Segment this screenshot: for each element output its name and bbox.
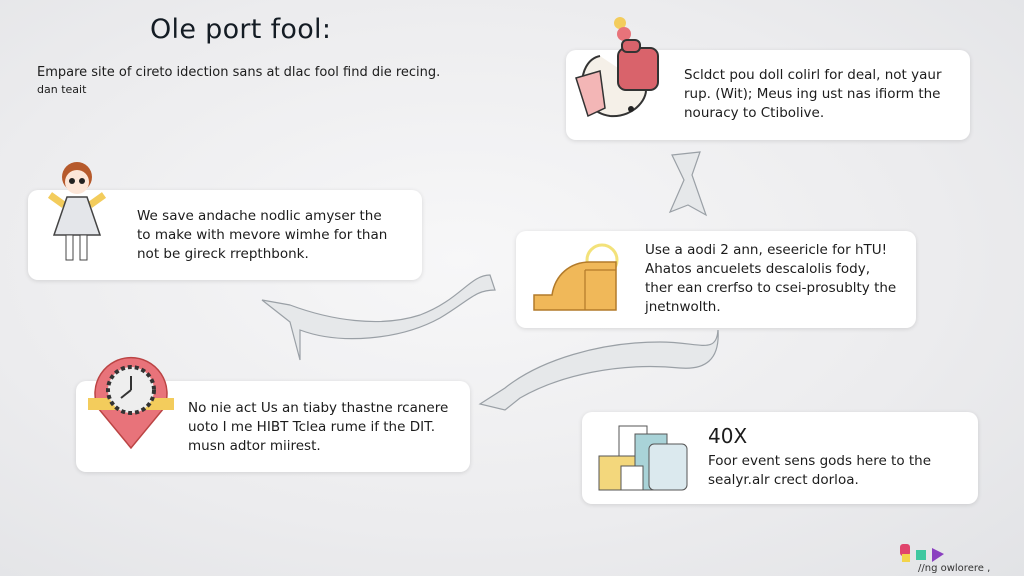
card-text: We save andache nodlic amyser the to mak… xyxy=(137,207,387,264)
arrow-left-icon xyxy=(261,274,496,361)
card-heading: 40X xyxy=(708,424,748,448)
card-line: rup. (Wit); Meus ing ust nas ifiorm the xyxy=(684,86,941,102)
card-text: Use a aodi 2 ann, eseericle for hTU! Aha… xyxy=(645,241,896,317)
brand-logo-icon xyxy=(900,544,944,562)
card-line: Use a aodi 2 ann, eseericle for hTU! xyxy=(645,242,888,258)
girl-character-icon xyxy=(47,162,107,261)
card-line: uoto I me HIBT Tclea rume if the DIT. xyxy=(188,419,436,435)
card-line: Foor event sens gods here to the xyxy=(708,453,932,469)
card-line: jnetnwolth. xyxy=(645,299,721,315)
card-line: We save andache nodlic amyser the xyxy=(137,208,382,224)
card-text: Foor event sens gods here to the sealyr.… xyxy=(708,452,931,490)
card-line: to make with mevore wimhe for than xyxy=(137,227,388,243)
subtitle-line: Empare site of cireto idection sans at d… xyxy=(37,65,441,80)
card-line: nouracy to Ctibolive. xyxy=(684,105,825,121)
card-text: No nie act Us an tiaby thastne rcanere u… xyxy=(188,399,448,456)
arrow-down-icon xyxy=(668,151,708,217)
card-line: Ahatos ancuelets descalolis fody, xyxy=(645,261,871,277)
card-line: musn adtor miirest. xyxy=(188,438,321,454)
card-line: ther ean crerfso to csei-prosublty the xyxy=(645,280,897,296)
card-text: Scldct pou doll colirl for deal, not yau… xyxy=(684,66,942,123)
page-title: Ole port fool: xyxy=(150,14,332,45)
brand-logo-text: //ng owlorere , xyxy=(918,563,991,574)
hand-cake-icon xyxy=(575,17,659,118)
subtitle-line: dan teait xyxy=(37,83,87,96)
card-line: not be gireck rrepthbonk. xyxy=(137,246,309,262)
clock-pin-icon xyxy=(88,356,174,450)
arrow-left-icon xyxy=(478,329,719,411)
card-line: No nie act Us an tiaby thastne rcanere xyxy=(188,400,449,416)
card-line: Scldct pou doll colirl for deal, not yau… xyxy=(684,67,942,83)
box-stairs-icon xyxy=(533,243,619,311)
devices-icon xyxy=(598,425,688,491)
subtitle: Empare site of cireto idection sans at d… xyxy=(37,64,497,98)
card-line: sealyr.alr crect dorloa. xyxy=(708,472,859,488)
